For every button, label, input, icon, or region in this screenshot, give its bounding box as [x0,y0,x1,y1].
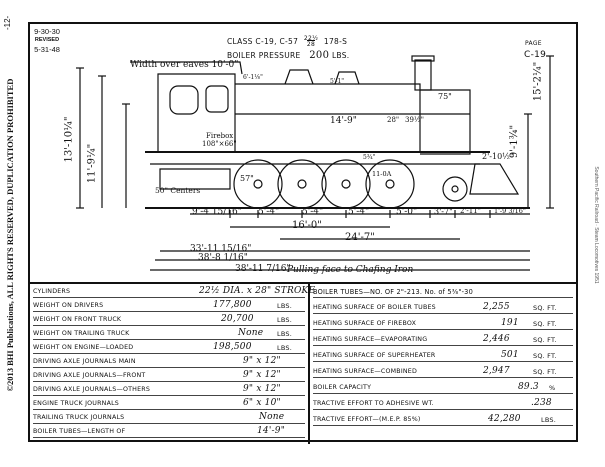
wheelbase-g: 2'-11" [460,207,481,215]
pulling-face-note: Pulling face to Chafing Iron [287,265,414,275]
date-block: 9-30-30 REVISED 5-31-48 [32,27,62,54]
boiler-pressure: BOILER PRESSURE 200 LBS. [227,50,350,61]
copyright-notice: ©2013 BHI Publications, ALL RIGHTS RESER… [5,78,15,392]
dim-6-1-8: 6'-1⅛" [243,74,263,81]
width-over-eaves: Width over eaves 10'-0" [130,60,239,70]
wheelbase-b: 5'-4" [258,207,280,217]
total-wheelbase-2: 38'-8 1/16" [198,253,248,263]
page-number: -12- [3,15,12,30]
locomotive-diagram-sheet: 9-30-30 REVISED 5-31-48 CLASS C-19, C-57… [28,22,578,444]
height-cab: 13'-10¼" [63,116,75,163]
firebox-size: 108"×66" [202,140,237,148]
original-date: 9-30-30 [34,27,60,36]
page-label: PAGE [525,40,542,47]
rigid-wheelbase: 24'-7" [345,232,375,243]
dim-75: 75" [438,92,452,101]
driver-11: 11-0A [372,170,392,178]
firebox-label: Firebox [206,132,234,140]
height-boiler: 11'-9¼" [86,143,98,184]
wheelbase-c: 5'-4" [302,207,324,217]
revised-date: 5-31-48 [34,45,60,54]
class-ratio-bottom: 28 [306,40,316,48]
centers-50: 50" Centers [155,186,201,195]
dim-5-1: 5'-1" [330,78,345,85]
spec-row: TRACTIVE EFFORT TO ADHESIVE WT..238 [313,398,573,410]
right-margin-note: Southern Pacific Railroad · Steam Locomo… [593,166,599,284]
wheelbase-h: 1'-9 3/16" [494,207,526,215]
class-ratio-top: 22½ [303,35,319,42]
spec-row: BOILER TUBES—NO. OF 2"-213. No. of 5⅜"-3… [313,286,573,298]
dim-39: 39½" [405,116,424,124]
driver-5: 5¾" [363,154,376,161]
wheelbase-a: 9'-4 15/16" [192,207,242,217]
dim-14-9: 14'-9" [330,116,357,126]
wheelbase-e: 5'-0" [396,207,418,217]
height-front-small: 2'-10½" [482,152,514,161]
class-line: CLASS C-19, C-57 22½ 28 178-S [227,35,348,48]
specifications-right: BOILER TUBES—NO. OF 2"-213. No. of 5⅜"-3… [310,284,576,444]
locomotive-side-elevation [76,55,554,271]
height-total: 15'-2¼" [532,61,544,102]
page-value: C-19 [524,50,547,60]
wheelbase-f: 3'-7" [434,207,453,216]
total-length: 38'-11 7/16" [235,264,291,274]
driving-wheelbase: 16'-0" [292,220,322,231]
dim-28: 28" [387,116,400,124]
total-wheelbase-1: 33'-11 15/16" [190,244,252,254]
revised-label: REVISED [34,37,60,43]
wheelbase-d: 5'-4" [348,207,370,217]
driver-57: 57" [240,174,254,183]
